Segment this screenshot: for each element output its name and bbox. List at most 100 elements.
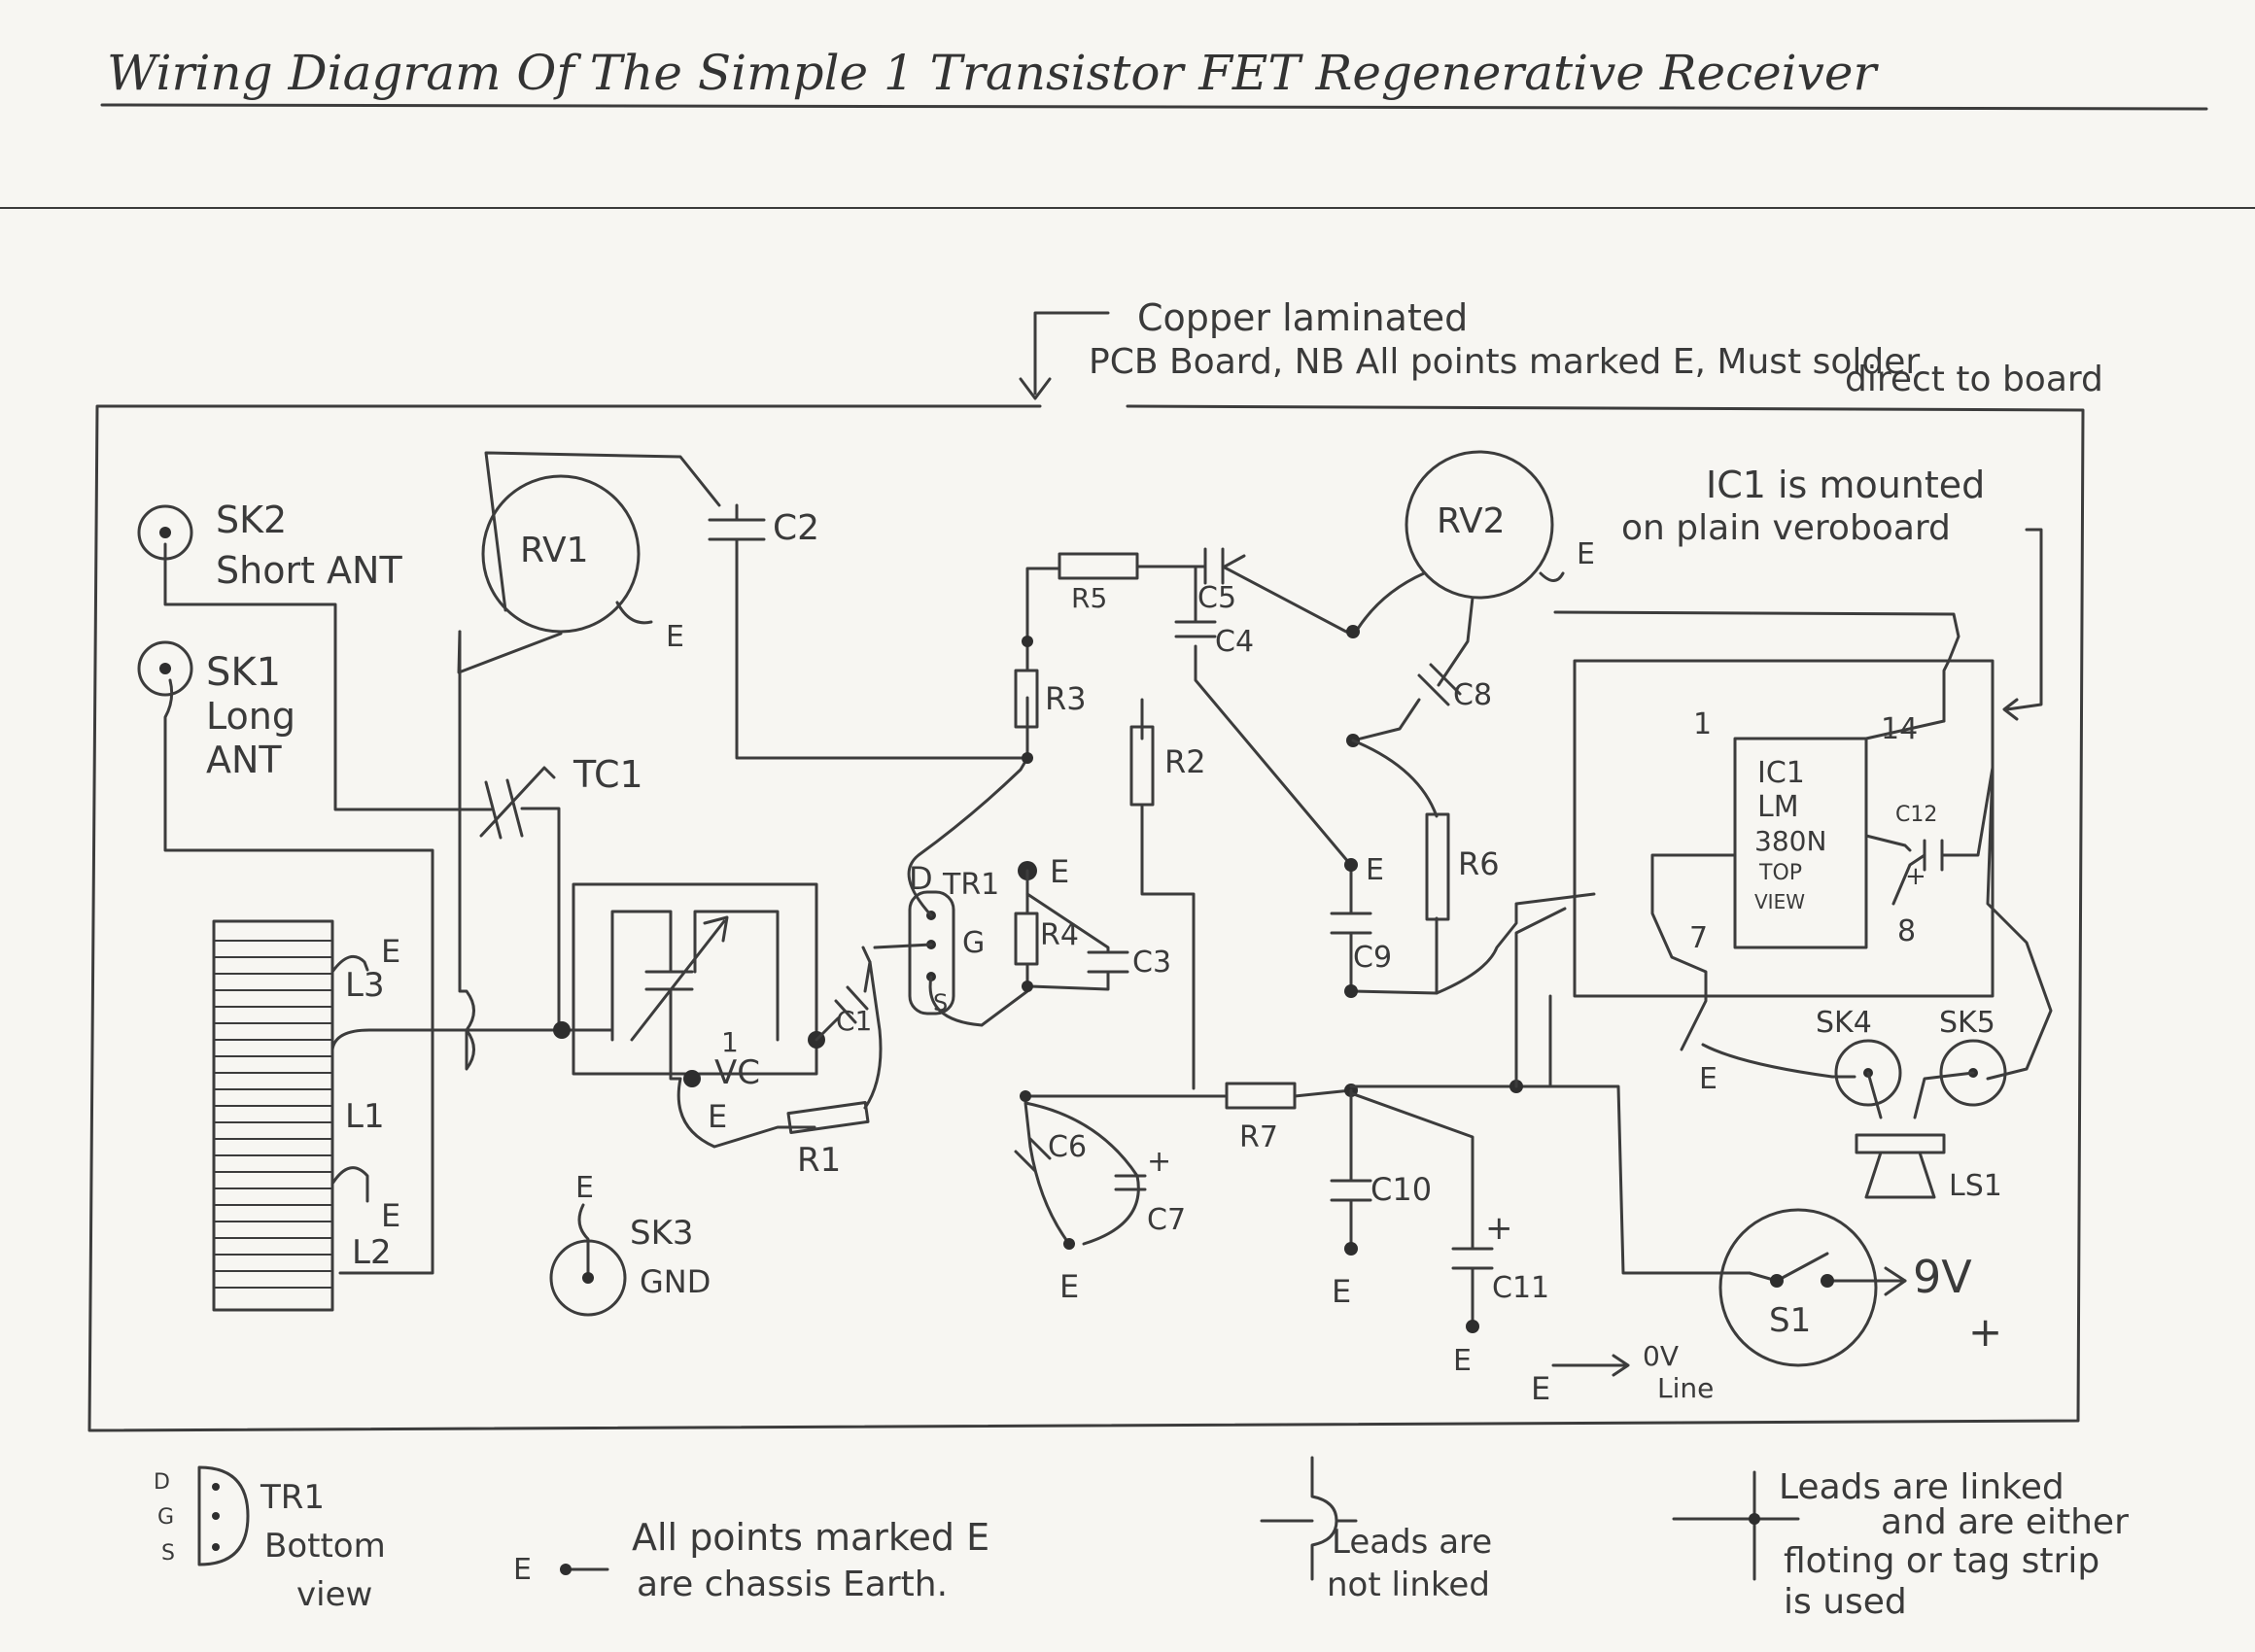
r6-resistor	[1425, 812, 1450, 921]
ic-note-line1: IC1 is mounted	[1706, 464, 1985, 506]
r6-label: R6	[1458, 845, 1500, 882]
ls1-speaker	[1855, 1133, 1946, 1199]
rv1-label: RV1	[520, 531, 589, 570]
r5-resistor	[1058, 552, 1139, 580]
legend-tr1-desc2: view	[296, 1575, 372, 1614]
sk4-socket	[1834, 1039, 1902, 1107]
ic1-text-3: 380N	[1754, 825, 1826, 857]
sk5-label: SK5	[1939, 1006, 1995, 1040]
r3-label: R3	[1045, 680, 1087, 717]
ic1-chip	[1733, 737, 1868, 949]
c8-leads	[1351, 596, 1474, 742]
legend-pin-g: G	[157, 1505, 174, 1530]
sk4-label: SK4	[1816, 1006, 1872, 1040]
l3-earth: E	[381, 933, 400, 970]
sk2-label: SK2	[216, 499, 287, 541]
sk1-socket	[137, 640, 193, 697]
c11-leads	[1349, 1091, 1474, 1328]
board-note-line1: Copper laminated	[1137, 296, 1468, 339]
ic-supply-lead	[1514, 907, 1567, 1088]
r6-leads	[1351, 739, 1439, 995]
sk3-earth: E	[575, 1171, 594, 1205]
r3-resistor	[1014, 669, 1039, 729]
pcb-board-outline	[87, 404, 2085, 1432]
vc1-earth-lead	[669, 987, 816, 1149]
rv2-label: RV2	[1437, 501, 1506, 541]
c5-out-lead	[1221, 565, 1348, 634]
r7-leads	[1023, 1088, 1353, 1098]
tr1-label: TR1	[942, 868, 999, 902]
legend-tr1-desc1: Bottom	[264, 1527, 386, 1566]
c5-label: C5	[1197, 581, 1236, 615]
rv2-lead-right	[1539, 571, 1565, 582]
sk3-lead	[577, 1203, 590, 1275]
c4-leads	[1194, 565, 1351, 865]
c10-earth: E	[1332, 1273, 1351, 1310]
r1-resistor	[786, 1101, 870, 1134]
ic1-pin1: 1	[1693, 707, 1712, 741]
c7-label: C7	[1147, 1203, 1186, 1237]
diagram-title: Wiring Diagram Of The Simple 1 Transisto…	[107, 45, 1879, 101]
sk2-desc: Short ANT	[216, 549, 402, 592]
l3-earth-lead	[330, 954, 369, 974]
rv1-pot	[481, 474, 641, 634]
r4-resistor	[1014, 912, 1039, 966]
ic-note-pointer	[2002, 528, 2043, 721]
tr1-drain-lead	[907, 756, 1029, 917]
rv1-lead-top	[484, 451, 721, 612]
sk5-socket	[1939, 1039, 2007, 1107]
c5-leads	[1135, 554, 1246, 568]
legend-earth-desc2: are chassis Earth.	[637, 1565, 948, 1604]
rv1-earth-lead	[615, 601, 653, 625]
tc1-trimmer	[479, 766, 556, 840]
r7-label: R7	[1239, 1120, 1278, 1154]
c1-capacitor	[834, 985, 869, 1024]
ic-earth: E	[1699, 1062, 1717, 1096]
r2-resistor	[1129, 725, 1155, 807]
c3-label: C3	[1132, 946, 1171, 980]
r2-leads	[1140, 698, 1196, 1090]
legend-pin-d: D	[154, 1470, 170, 1495]
ic1-text-5: VIEW	[1754, 890, 1805, 913]
tr1-s-label: S	[933, 989, 948, 1016]
ic1-text-4: TOP	[1758, 861, 1802, 885]
l1-label: L1	[345, 1097, 385, 1136]
tr1-g-label: G	[962, 926, 985, 960]
r7-resistor	[1225, 1082, 1297, 1110]
c9-label: C9	[1353, 941, 1392, 975]
ic1-pin14-lead	[1864, 719, 1946, 740]
c12-out-lead	[1940, 766, 2053, 1081]
legend-pin-s: S	[161, 1541, 175, 1566]
s1-switch	[1718, 1208, 1878, 1367]
c11-label: C11	[1492, 1271, 1549, 1305]
c6-label: C6	[1048, 1130, 1087, 1164]
ic1-text-1: IC1	[1757, 756, 1805, 790]
c1-leads	[815, 960, 872, 1042]
legend-not-linked-symbol	[1260, 1456, 1358, 1581]
c12-plus: +	[1905, 862, 1926, 891]
tc1-label: TC1	[572, 753, 643, 796]
tr1-source-lead	[928, 975, 1032, 1027]
legend-linked-symbol	[1672, 1470, 1800, 1581]
s1-label: S1	[1769, 1301, 1811, 1340]
rv2-lead-left	[1354, 571, 1426, 634]
zero-v-line: Line	[1657, 1372, 1714, 1404]
sk3-desc: GND	[640, 1263, 711, 1300]
rv1-wiper-lead	[457, 630, 563, 674]
tr1-transistor	[908, 890, 955, 1015]
sk3-socket	[549, 1239, 627, 1317]
ic1-pin8: 8	[1897, 914, 1916, 948]
c6c7-earth: E	[1059, 1268, 1079, 1305]
c7-plus: +	[1147, 1145, 1171, 1179]
board-note-line3: direct to board	[1845, 360, 2103, 399]
ic1-pin-lead	[1650, 853, 1737, 1051]
ic1-pin7: 7	[1689, 921, 1708, 955]
sk2-lead	[163, 542, 493, 811]
sk3-label: SK3	[630, 1214, 694, 1253]
tr1-gate-lead	[873, 943, 933, 949]
legend-earth-desc1: All points marked E	[632, 1516, 989, 1559]
ls1-label: LS1	[1949, 1169, 2002, 1203]
c9-ic-lead	[1435, 892, 1596, 995]
r2-label: R2	[1164, 743, 1206, 780]
legend-not-linked2: not linked	[1327, 1566, 1490, 1604]
